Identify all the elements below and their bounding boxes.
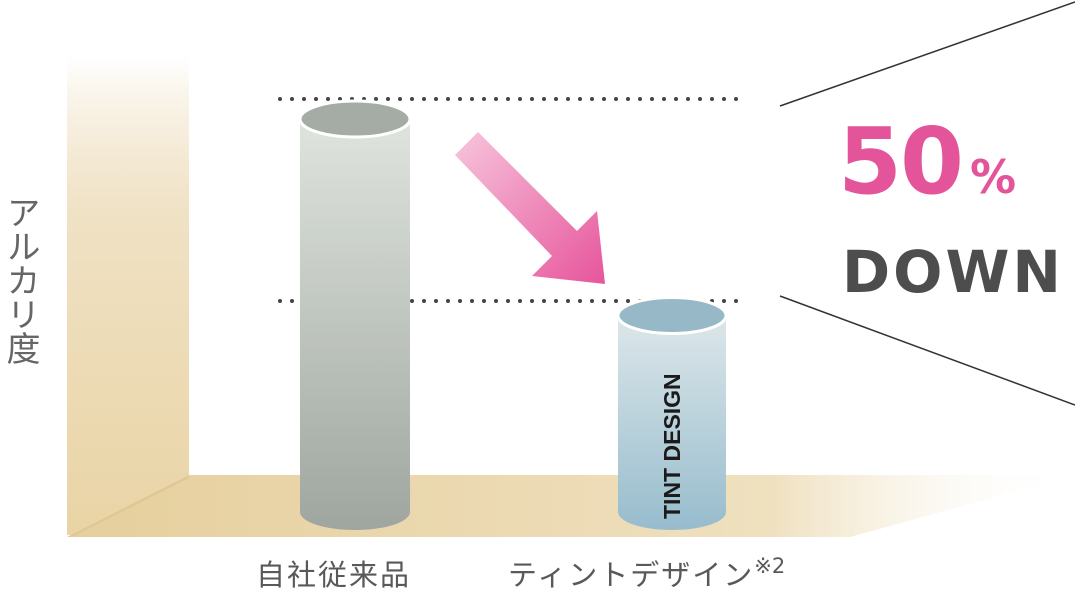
reduction-number: 50 [838,108,964,215]
y-axis-label: アルカリ度 [0,195,40,365]
callout-line-bottom [779,295,1075,406]
x-tick-label-tint-design: ティントデザイン※2 [508,552,785,594]
bar-top-1 [616,296,728,335]
down-label: DOWN [842,238,1064,306]
x-tick-label-conventional: 自社従来品 [256,558,412,592]
wall-shadow [67,475,189,537]
bar-label-tint-design: TINT DESIGN [659,373,685,519]
down-arrow-icon [455,132,605,284]
bar-conventional [298,99,412,530]
bar-body-0 [300,119,410,530]
back-wall [67,55,189,535]
reduction-percent: 50% [838,108,1016,215]
callout-line-top [779,1,1075,107]
percent-unit: % [970,150,1017,204]
bar-tint-design [616,296,728,530]
floor [67,475,1075,537]
bar-body-1 [618,315,726,530]
bar-top-0 [298,99,412,139]
x-tick-label-text: ティントデザイン [508,558,755,592]
footnote-mark: ※2 [754,554,786,578]
